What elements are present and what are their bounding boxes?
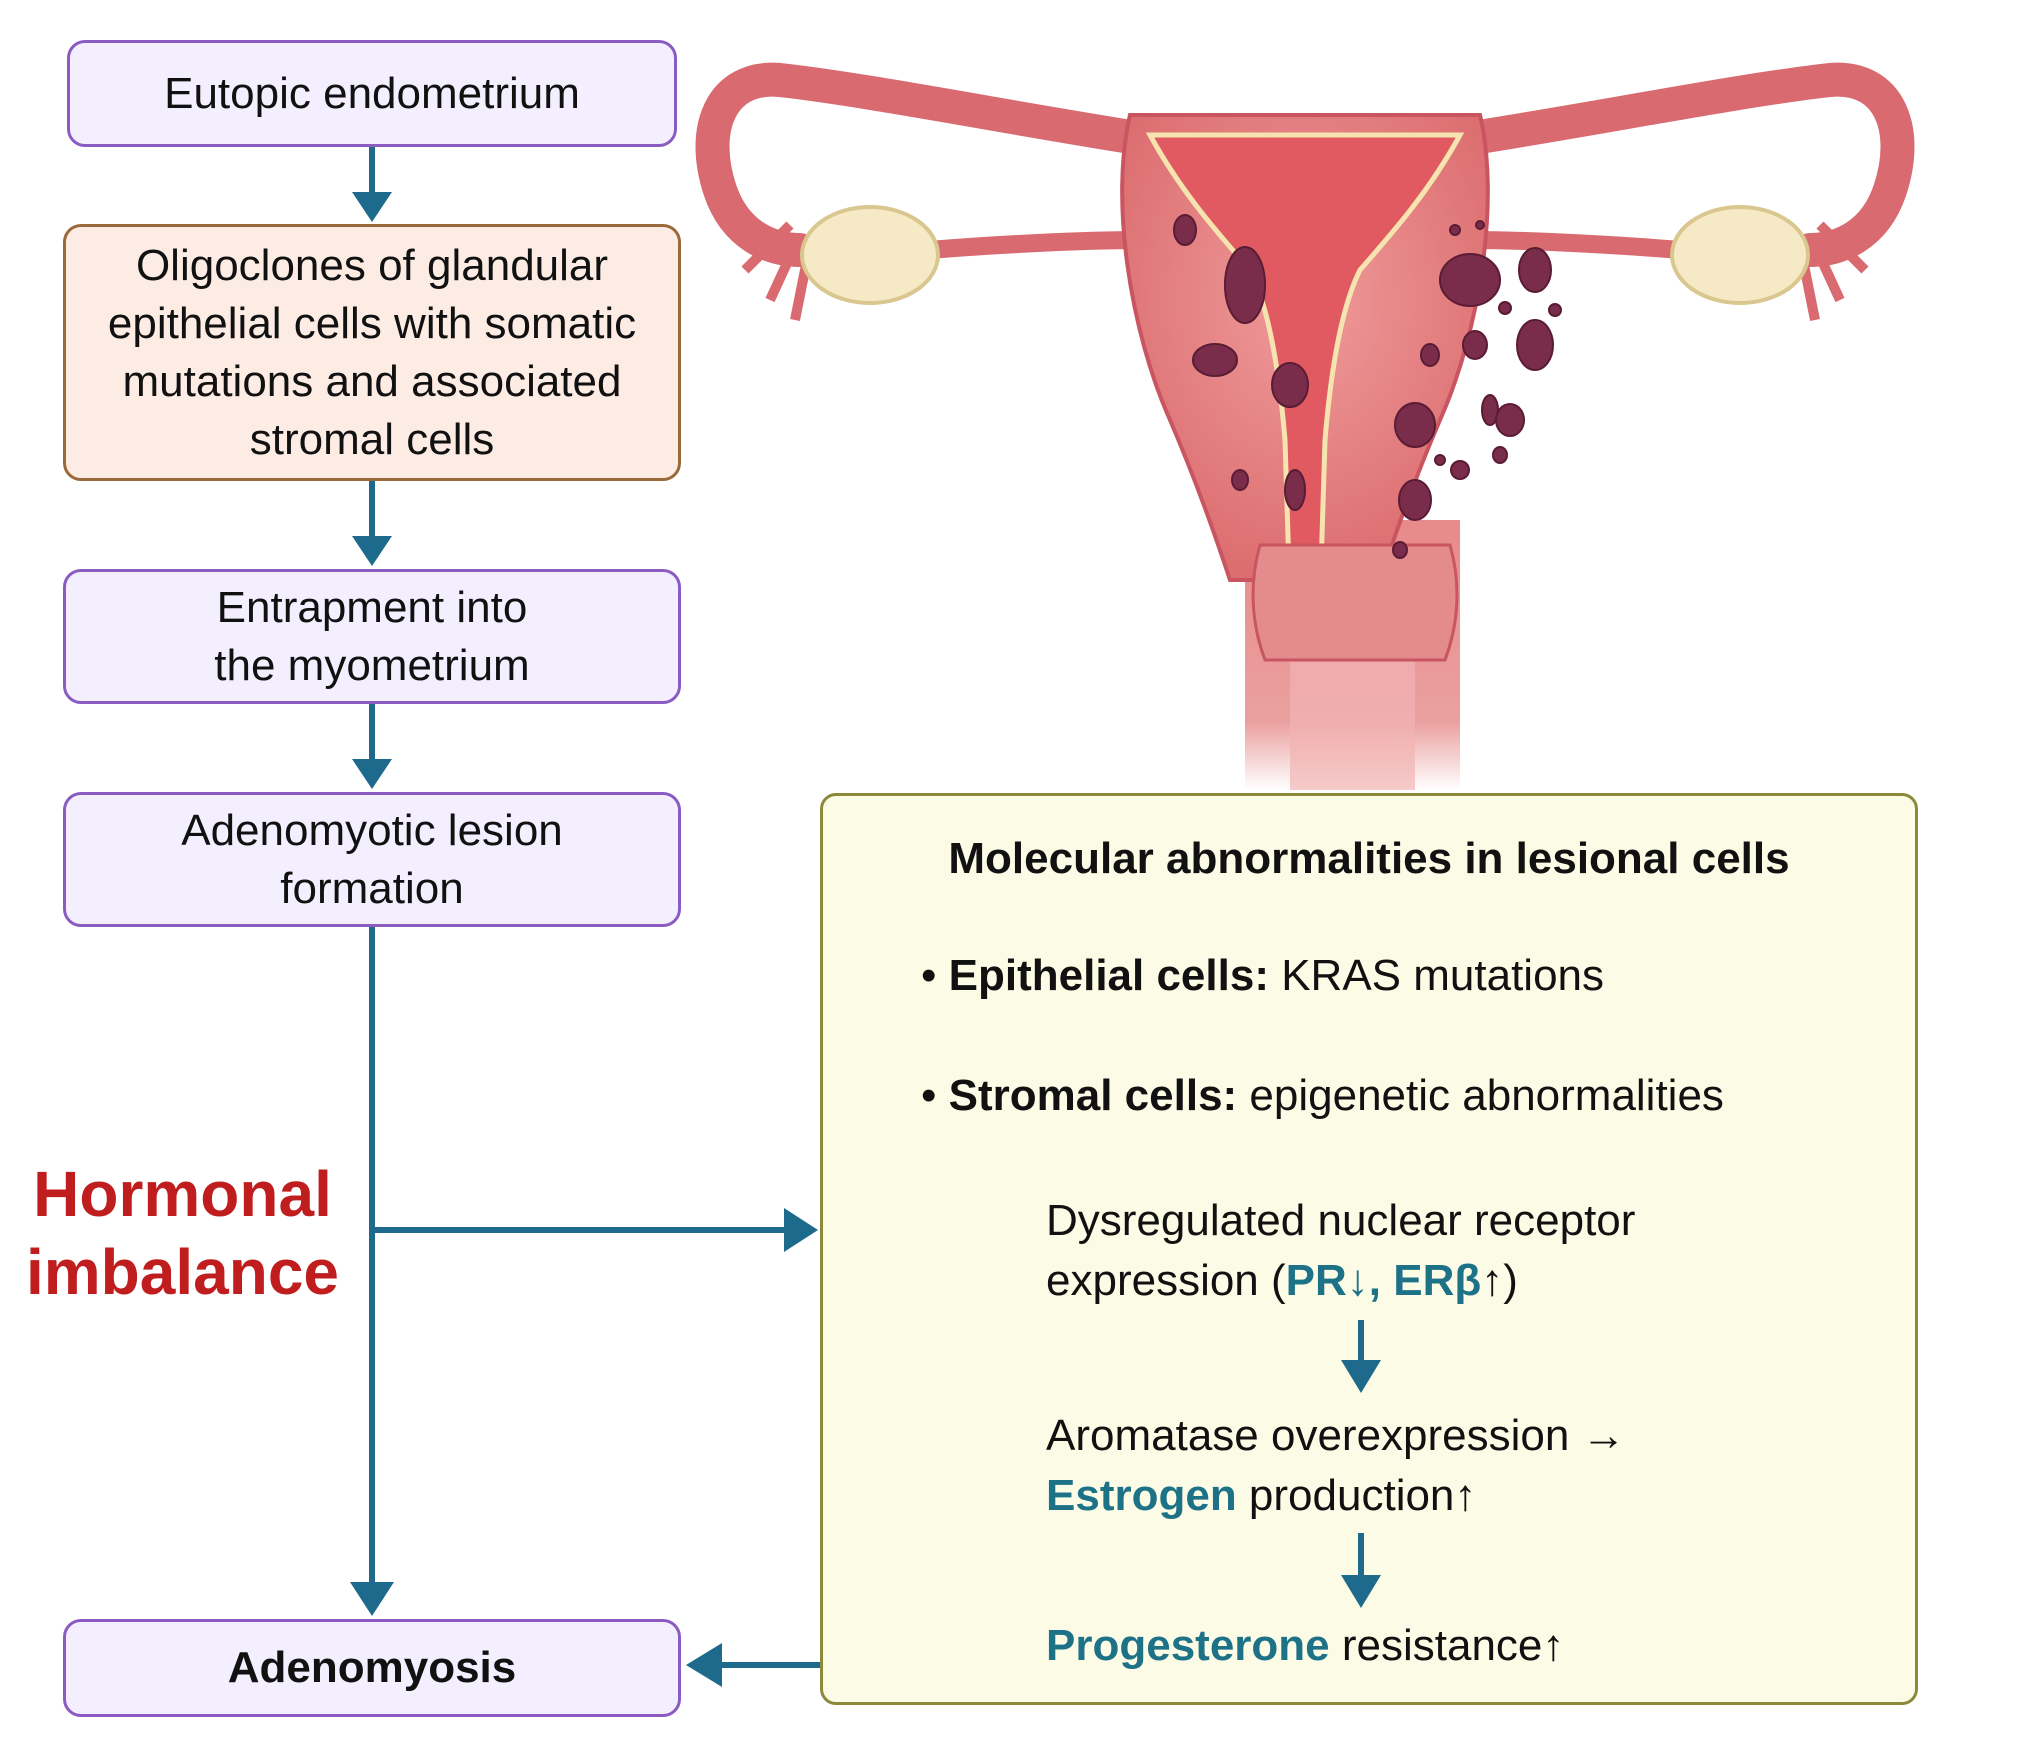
lesion-formation-line-2: formation	[280, 863, 464, 913]
estrogen-highlight: Estrogen	[1046, 1471, 1237, 1520]
bullet-marker: •	[921, 951, 949, 1000]
adenomyotic-lesions	[1173, 214, 1562, 559]
arrow-head-2	[352, 536, 392, 566]
arrow-head-to-panel	[784, 1208, 818, 1252]
progesterone-highlight: Progesterone	[1046, 1621, 1330, 1670]
arrow-head-main	[350, 1582, 394, 1616]
oligoclones-box: Oligoclones of glandular epithelial cell…	[63, 224, 681, 481]
step-dysregulated-line-1: Dysregulated nuclear receptor	[1046, 1196, 1636, 1245]
bullet-epithelial-text: KRAS mutations	[1268, 951, 1605, 1000]
oligoclones-label: Oligoclones of glandular epithelial cell…	[108, 237, 636, 469]
step-dysregulated-expression: Dysregulated nuclear receptor expression…	[1046, 1191, 1635, 1311]
entrapment-label: Entrapment into the myometrium	[214, 579, 529, 695]
bullet-marker: •	[921, 1071, 949, 1120]
production-text: production↑	[1236, 1471, 1477, 1520]
oligoclones-line-3: mutations and associated	[122, 356, 622, 406]
panel-title: Molecular abnormalities in lesional cell…	[948, 834, 1790, 883]
left-ovarian-ligament	[929, 231, 1141, 259]
eutopic-endometrium-label: Eutopic endometrium	[164, 68, 580, 118]
step-aromatase-line-2: Estrogen production↑	[1046, 1466, 1626, 1526]
entrapment-box: Entrapment into the myometrium	[63, 569, 681, 704]
left-fallopian-tube	[695, 62, 1167, 267]
step-aromatase-line-1: Aromatase overexpression →	[1046, 1411, 1626, 1460]
receptor-highlight: PR↓, ERβ	[1285, 1256, 1482, 1305]
expression-text: expression (	[1046, 1256, 1286, 1305]
lesion-formation-line-1: Adenomyotic lesion	[181, 805, 563, 855]
step-progesterone: Progesterone resistance↑	[1046, 1616, 1564, 1676]
eutopic-endometrium-box: Eutopic endometrium	[67, 40, 677, 147]
molecular-abnormalities-panel: Molecular abnormalities in lesional cell…	[820, 793, 1918, 1705]
panel-arrow-head-1	[1341, 1360, 1381, 1393]
arrow-head-3	[352, 759, 392, 789]
arrow-head-1	[352, 192, 392, 222]
oligoclones-line-1: Oligoclones of glandular	[135, 240, 609, 290]
panel-arrow-head-2	[1341, 1575, 1381, 1608]
right-ovarian-ligament	[1469, 231, 1681, 259]
arrow-head-from-panel	[686, 1643, 722, 1687]
right-ovary	[1670, 205, 1810, 305]
entrapment-line-1: Entrapment into	[216, 582, 528, 632]
expression-close: ↑)	[1481, 1256, 1518, 1305]
bullet-stromal-text: epigenetic abnormalities	[1237, 1071, 1724, 1120]
lesion-formation-box: Adenomyotic lesion formation	[63, 792, 681, 927]
hormonal-imbalance-label: Hormonal imbalance	[10, 1155, 355, 1311]
bullet-epithelial-label: Epithelial cells:	[948, 951, 1269, 1000]
panel-arrows	[1341, 1320, 1381, 1608]
bullet-stromal-label: Stromal cells:	[948, 1071, 1238, 1120]
right-fallopian-tube	[1443, 62, 1915, 267]
adenomyosis-label: Adenomyosis	[227, 1643, 517, 1692]
resistance-text: resistance↑	[1329, 1621, 1565, 1670]
step-dysregulated-line-2: expression (PR↓, ERβ↑)	[1046, 1251, 1635, 1311]
oligoclones-line-4: stromal cells	[249, 414, 495, 464]
lesion-formation-label: Adenomyotic lesion formation	[181, 802, 563, 918]
left-ovary	[800, 205, 940, 305]
entrapment-line-2: the myometrium	[214, 640, 530, 690]
cervix	[1251, 543, 1459, 662]
adenomyosis-box: Adenomyosis	[63, 1619, 681, 1717]
oligoclones-line-2: epithelial cells with somatic	[107, 298, 637, 348]
bullet-stromal: • Stromal cells: epigenetic abnormalitie…	[921, 1071, 1724, 1121]
step-aromatase: Aromatase overexpression → Estrogen prod…	[1046, 1406, 1626, 1526]
hormonal-line-1: Hormonal	[33, 1158, 332, 1230]
bullet-epithelial: • Epithelial cells: KRAS mutations	[921, 951, 1604, 1001]
hormonal-line-2: imbalance	[25, 1236, 340, 1308]
